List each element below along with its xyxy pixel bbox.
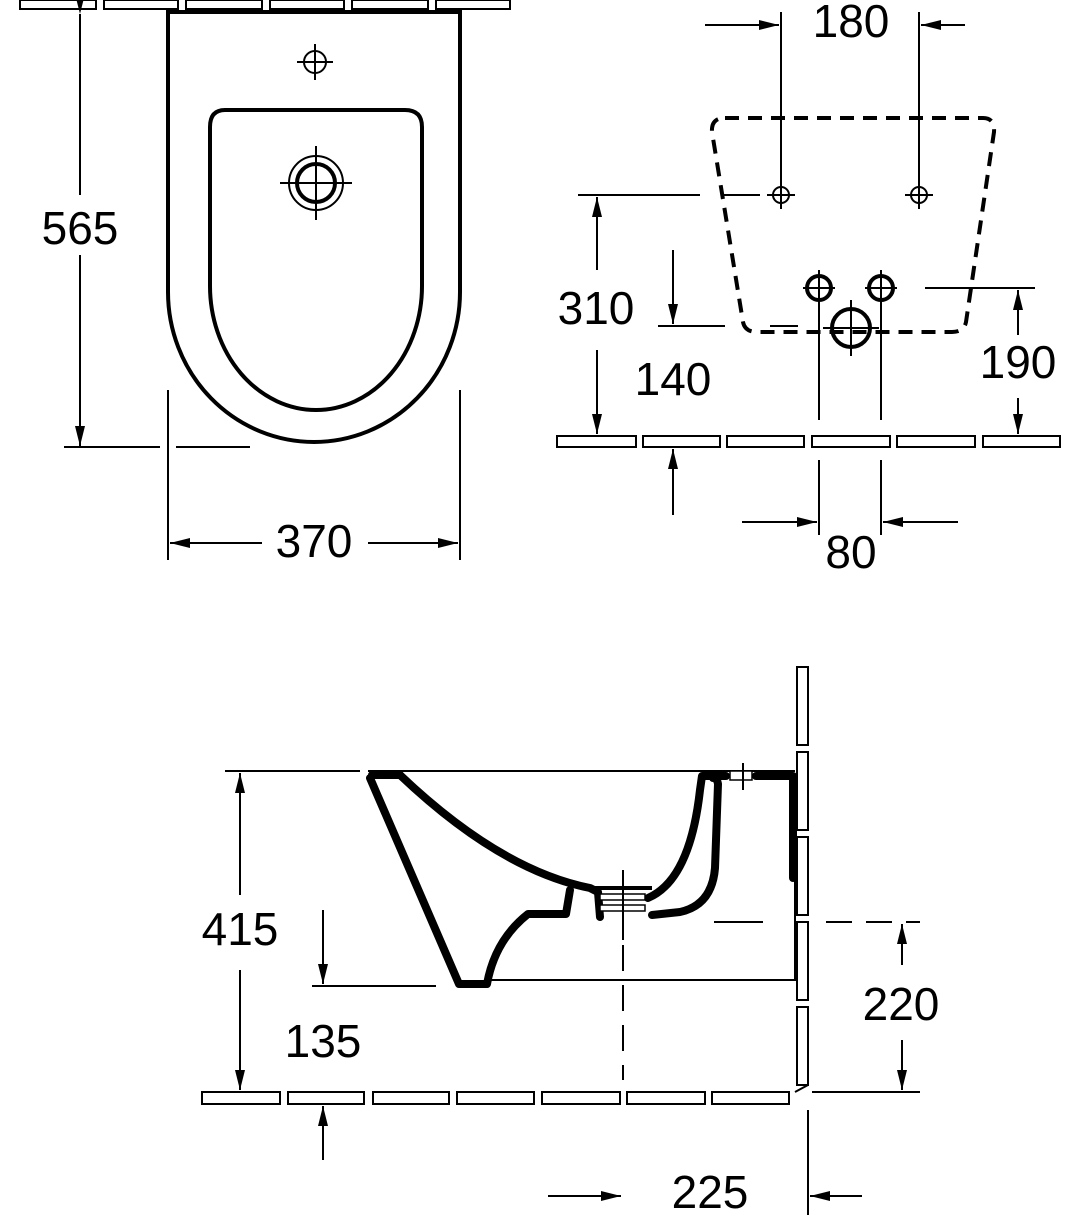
depth-label: 565 [42,202,119,254]
bowl-outline-top [208,108,424,412]
supply-spacing-label: 80 [825,526,876,578]
waste-hole-icon [280,146,352,220]
fixing-height-label: 310 [558,282,635,334]
fixing-hole-right-icon [905,181,933,209]
fixing-hole-left-icon [767,181,795,209]
supply-hole-left-icon [803,270,835,420]
bidet-outline-front-dashed [709,116,997,334]
supply-hole-right-icon [865,270,897,420]
waste-offset-label: 225 [672,1166,749,1218]
fixing-spacing-label: 180 [813,0,890,47]
front-view: 180 310 140 190 80 [556,0,1061,578]
bidet-outline-top [166,10,462,444]
bidet-section-side [366,763,920,1080]
supply-height-label: 140 [635,353,712,405]
tap-hole-icon [297,44,333,80]
top-view: 565 370 [19,0,511,567]
wall-tiles-top [19,0,511,10]
floor-tiles-side [201,1091,790,1105]
waste-height-label: 220 [863,978,940,1030]
wall-tiles-side [796,666,809,1086]
bottom-height-label: 135 [285,1015,362,1067]
side-view: 415 135 220 225 [201,666,940,1218]
rim-height-label: 415 [202,903,279,955]
waste-height-label: 190 [980,336,1057,388]
waste-outlet-icon [823,300,879,356]
width-label: 370 [276,515,353,567]
floor-tiles-front [556,435,1061,448]
